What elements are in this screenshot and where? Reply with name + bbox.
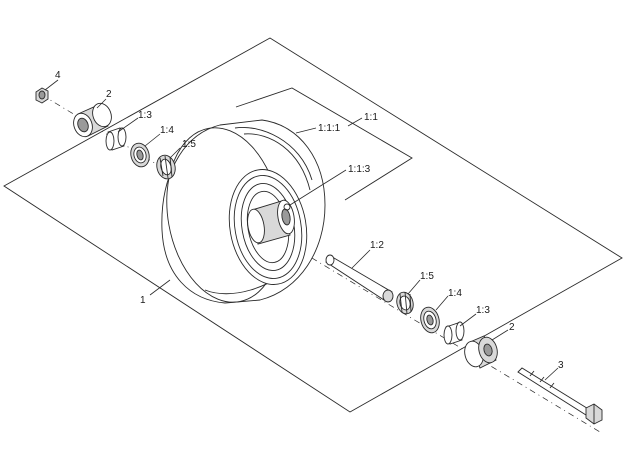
callout-1-4-right: 1:4 xyxy=(448,288,462,299)
callout-1-3-right: 1:3 xyxy=(476,305,490,316)
bushing-left xyxy=(105,127,127,151)
callout-2-left: 2 xyxy=(106,89,112,100)
callout-1: 1 xyxy=(140,295,146,306)
leader-1-5-right xyxy=(407,279,421,295)
leader-1-4-left xyxy=(144,133,161,147)
leader-4 xyxy=(44,79,59,91)
bearing-race-right xyxy=(420,306,440,334)
callout-1-1-3: 1:1:3 xyxy=(348,164,371,175)
tire-assembly-boundary xyxy=(235,87,413,201)
callout-3: 3 xyxy=(558,360,564,371)
leader-1-4-right xyxy=(435,295,449,311)
leader-1-2 xyxy=(351,249,371,269)
callout-1-5-right: 1:5 xyxy=(420,271,434,282)
leader-1 xyxy=(149,279,171,296)
leader-3 xyxy=(544,367,559,381)
roller-bearing-left xyxy=(156,154,176,180)
leader-2-left xyxy=(96,98,107,109)
leader-1-1-3 xyxy=(289,169,347,206)
leader-1-3-right xyxy=(459,313,477,327)
callout-1-1-1: 1:1:1 xyxy=(318,123,341,134)
callout-4: 4 xyxy=(55,70,61,81)
roller-bearing-right xyxy=(396,291,414,315)
bolt xyxy=(517,367,603,425)
spacer-cup-right xyxy=(464,335,498,369)
leader-2-right xyxy=(491,329,509,341)
callout-1-4-left: 1:4 xyxy=(160,125,174,136)
callout-1-5-left: 1:5 xyxy=(182,139,196,150)
leader-1-1 xyxy=(347,117,363,127)
leader-1-3-left xyxy=(117,117,139,133)
callout-2-right: 2 xyxy=(509,322,515,333)
hub xyxy=(247,199,295,245)
spacer-cup-left xyxy=(73,102,112,138)
leader-1-5-left xyxy=(169,147,181,159)
axle xyxy=(325,254,394,303)
callout-1-2: 1:2 xyxy=(370,240,384,251)
callout-1-1: 1:1 xyxy=(364,112,378,123)
axle-centerline xyxy=(41,94,601,433)
callout-1-3-left: 1:3 xyxy=(138,110,152,121)
bearing-race-left xyxy=(130,142,150,168)
wheel-assembly-boundary xyxy=(3,37,623,413)
bushing-right xyxy=(443,321,465,345)
nut-left xyxy=(35,87,49,104)
leader-1-1-1 xyxy=(295,127,317,134)
